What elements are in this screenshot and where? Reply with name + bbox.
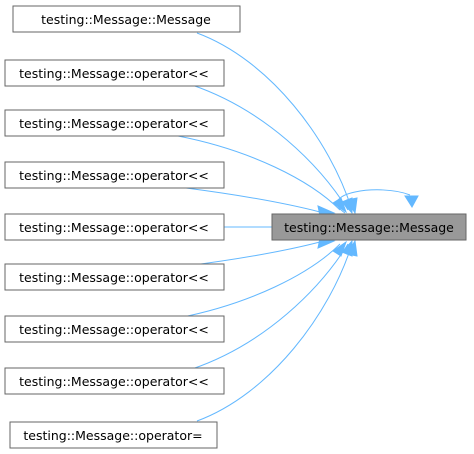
caller-node-1-label: testing::Message::Message (41, 12, 211, 27)
target-node-label: testing::Message::Message (284, 220, 454, 235)
edge-caller-8 (191, 243, 349, 370)
edge-caller-1 (196, 32, 353, 211)
edge-caller-9-arrowhead (346, 239, 358, 257)
caller-node-7-box (4, 315, 225, 343)
target-node[interactable]: testing::Message::Message (271, 213, 467, 241)
caller-node-9-label: testing::Message::operator= (23, 428, 202, 443)
caller-node-4-label: testing::Message::operator<< (19, 168, 209, 183)
caller-node-9[interactable]: testing::Message::operator= (9, 421, 218, 449)
caller-node-5-label: testing::Message::operator<< (19, 220, 209, 235)
caller-node-4-box (4, 161, 225, 189)
edge-caller-4 (185, 187, 321, 213)
edge-caller-3 (177, 135, 341, 211)
caller-node-2-box (4, 59, 225, 87)
caller-node-1-box (12, 5, 241, 33)
caller-node-9-box (9, 421, 218, 449)
caller-node-3[interactable]: testing::Message::operator<< (4, 109, 225, 137)
caller-node-8-box (4, 367, 225, 395)
target-node-box (271, 213, 467, 241)
edge-caller-7-arrowhead (332, 240, 347, 257)
edges (177, 32, 419, 422)
edge-self-loop-arrowhead (404, 195, 419, 208)
caller-node-5-box (4, 213, 225, 241)
edge-caller-7 (177, 243, 341, 319)
caller-node-4[interactable]: testing::Message::operator<< (4, 161, 225, 189)
caller-node-6-label: testing::Message::operator<< (19, 270, 209, 285)
caller-node-7-label: testing::Message::operator<< (19, 322, 209, 337)
edge-caller-2-arrowhead (341, 197, 353, 215)
caller-node-5[interactable]: testing::Message::operator<< (4, 213, 225, 241)
caller-node-1[interactable]: testing::Message::Message (12, 5, 241, 33)
caller-node-2-label: testing::Message::operator<< (19, 66, 209, 81)
caller-node-8[interactable]: testing::Message::operator<< (4, 367, 225, 395)
nodes: testing::Message::Message testing::Messa… (4, 5, 467, 449)
caller-node-2[interactable]: testing::Message::operator<< (4, 59, 225, 87)
caller-node-3-box (4, 109, 225, 137)
edge-caller-2 (191, 84, 349, 211)
edge-caller-3-arrowhead (332, 197, 347, 214)
caller-node-6-box (4, 263, 225, 291)
caller-node-3-label: testing::Message::operator<< (19, 116, 209, 131)
caller-node-8-label: testing::Message::operator<< (19, 374, 209, 389)
edge-caller-6 (185, 241, 321, 267)
caller-node-7[interactable]: testing::Message::operator<< (4, 315, 225, 343)
edge-caller-9 (196, 243, 353, 422)
caller-node-6[interactable]: testing::Message::operator<< (4, 263, 225, 291)
